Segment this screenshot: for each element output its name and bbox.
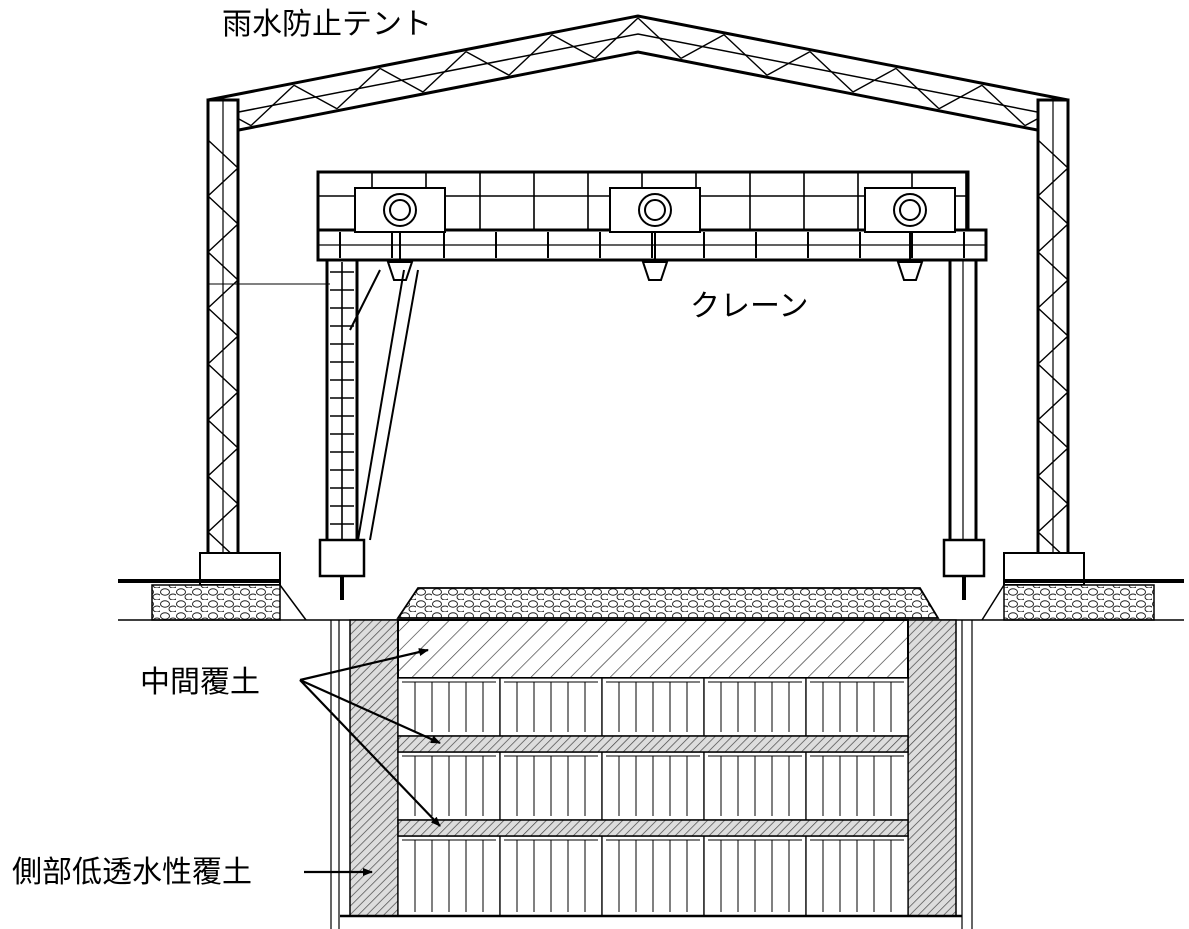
container-drum-lines — [402, 681, 496, 732]
container-drum-lines — [402, 755, 496, 816]
container-drum-lines — [606, 839, 700, 912]
arrow-to-layer-2 — [299, 679, 441, 827]
disposal-pit — [330, 587, 973, 929]
container-drum-lines — [810, 839, 904, 912]
container-drum-lines — [708, 839, 802, 912]
container-drum-lines — [402, 839, 496, 912]
intermediate-cover-label: 中間覆土 — [140, 665, 260, 700]
container-drum-lines — [810, 755, 904, 816]
side-low-permeability-cover-label: 側部低透水性覆土 — [12, 855, 252, 890]
container-drum-lines — [606, 755, 700, 816]
arrow-to-layer-1 — [299, 678, 441, 745]
container-drum-lines — [708, 681, 802, 732]
container-drum-lines — [504, 839, 598, 912]
crane-structure — [208, 170, 988, 600]
crane-trolley — [354, 187, 446, 281]
rain-tent-label: 雨水防止テント — [222, 7, 432, 42]
container-drum-lines — [504, 755, 598, 816]
arrow-to-top-cover — [299, 648, 429, 682]
tent-foundations — [118, 552, 1184, 621]
container-drum-lines — [606, 681, 700, 732]
rain-tent-frame — [206, 14, 1070, 589]
annotation-arrows — [299, 648, 441, 876]
container-drum-lines — [504, 681, 598, 732]
container-drum-lines — [708, 755, 802, 816]
container-drum-lines — [810, 681, 904, 732]
crane-trolley — [864, 187, 956, 281]
crane-trolley — [609, 187, 701, 281]
crane-label: クレーン — [690, 289, 809, 324]
